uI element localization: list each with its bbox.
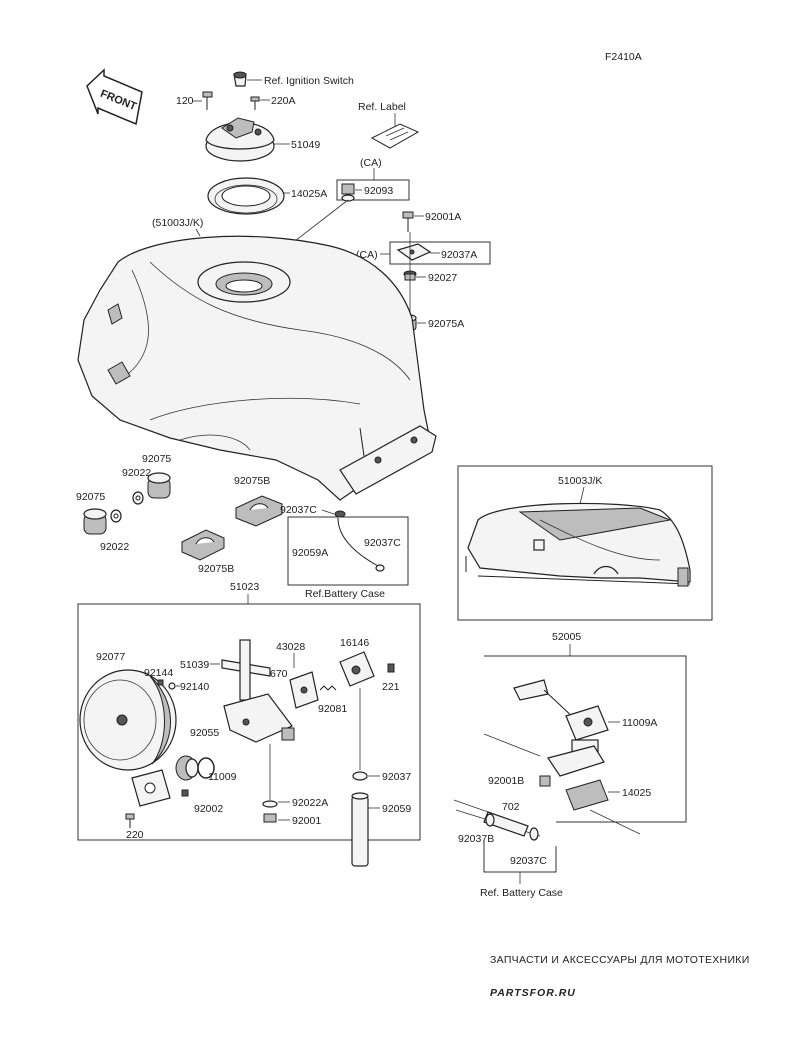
fuel-gauge-sender-52005-part [513,679,609,811]
label-92022-lower: 92022 [100,541,129,553]
label-92081: 92081 [318,703,347,715]
label-92055: 92055 [190,727,219,739]
washer-92022-upper-part [132,491,144,505]
label-702: 702 [502,801,520,813]
label-92059: 92059 [382,803,411,815]
pad-92075B-lower-part [181,529,225,561]
label-92037C-b: 92037C [364,537,401,549]
label-92037: 92037 [382,771,411,783]
label-92002: 92002 [194,803,223,815]
gasket-plate-part [131,769,171,807]
label-43028: 43028 [276,641,305,653]
screw-220A-part [250,96,260,110]
label-92093: 92093 [364,185,393,197]
bolt-92001A-part [402,211,414,232]
label-92144: 92144 [144,667,173,679]
bolt-92001B-part [539,775,551,787]
label-92140: 92140 [180,681,209,693]
label-14025: 14025 [622,787,651,799]
label-92037A: 92037A [441,249,477,261]
label-92037C-a: 92037C [280,504,317,516]
bolt-120-part [202,91,213,110]
watermark-line-1: ЗАПЧАСТИ И АКСЕССУАРЫ ДЛЯ МОТОТЕХНИКИ [490,954,750,966]
label-92022A: 92022A [292,797,328,809]
cover-92077-part [79,669,177,771]
o-ring-11009-part [197,757,215,779]
label-92001A: 92001A [425,211,461,223]
label-92077: 92077 [96,651,125,663]
label-51049: 51049 [291,139,320,151]
label-51003jk-tank: (51003J/K) [152,217,203,229]
bolt-92001-part [263,813,277,823]
screw-92002-part [181,789,189,797]
filter-92055-part [175,755,199,781]
grommet-92093-part [341,183,355,202]
label-92059A: 92059A [292,547,328,559]
label-ref-battery-case-1: Ref.Battery Case [305,588,385,600]
spring-92081-part [319,685,337,691]
label-ref-battery-case-2: Ref. Battery Case [480,887,563,899]
label-51039: 51039 [180,659,209,671]
hose-92059-part [351,792,369,867]
label-92001: 92001 [292,815,321,827]
label-52005: 52005 [552,631,581,643]
washer-92022A-part [262,800,278,808]
label-220: 220 [126,829,144,841]
screw-220-part [125,813,135,828]
label-92037B: 92037B [458,833,494,845]
figure-code: F2410A [605,51,642,63]
label-92037C-c: 92037C [510,855,547,867]
ignition-switch-ref-part [233,71,262,87]
label-220A: 220A [271,95,296,107]
o-ring-92037-part [352,771,368,781]
label-670: 670 [270,668,288,680]
damper-92075-lower-part [83,508,107,535]
fuel-tank-variant-part [465,502,691,587]
washer-92022-lower-part [110,509,122,523]
damper-92075-upper-part [147,472,171,499]
fuel-tap-body-part [223,639,295,743]
hose-702-part [483,811,539,841]
hose-92059A-part [334,510,385,572]
fuel-tank-51003jk-part [77,235,437,501]
label-92075B-upper: 92075B [234,475,270,487]
label-92075-upper: 92075 [142,453,171,465]
label-92075A: 92075A [428,318,464,330]
label-ca-1: (CA) [360,157,382,169]
label-11009A: 11009A [622,717,657,729]
label-92022-upper: 92022 [122,467,151,479]
label-14025A: 14025A [291,188,327,200]
bracket-92037A-part [396,243,432,261]
label-120: 120 [176,95,194,107]
label-221: 221 [382,681,400,693]
warning-label-sticker-icon [370,123,420,149]
gasket-14025A-part [207,177,285,215]
fuel-cap-51049-part [205,117,275,162]
screw-221-part [387,663,395,673]
watermark-line-2: PARTSFOR.RU [490,987,576,999]
label-ref-ignition-switch: Ref. Ignition Switch [264,75,354,87]
plate-43028-part [289,671,319,709]
label-16146: 16146 [340,637,369,649]
label-ref-label: Ref. Label [358,101,406,113]
label-92075B-lower: 92075B [198,563,234,575]
label-51023: 51023 [230,581,259,593]
label-92001B: 92001B [488,775,524,787]
valve-16146-part [339,651,375,687]
label-92075-lower: 92075 [76,491,105,503]
front-arrow-icon: FRONT [86,68,143,126]
label-92027: 92027 [428,272,457,284]
pad-92075B-upper-part [235,495,283,527]
label-51003jk-box: 51003J/K [558,475,602,487]
label-11009: 11009 [208,771,237,783]
